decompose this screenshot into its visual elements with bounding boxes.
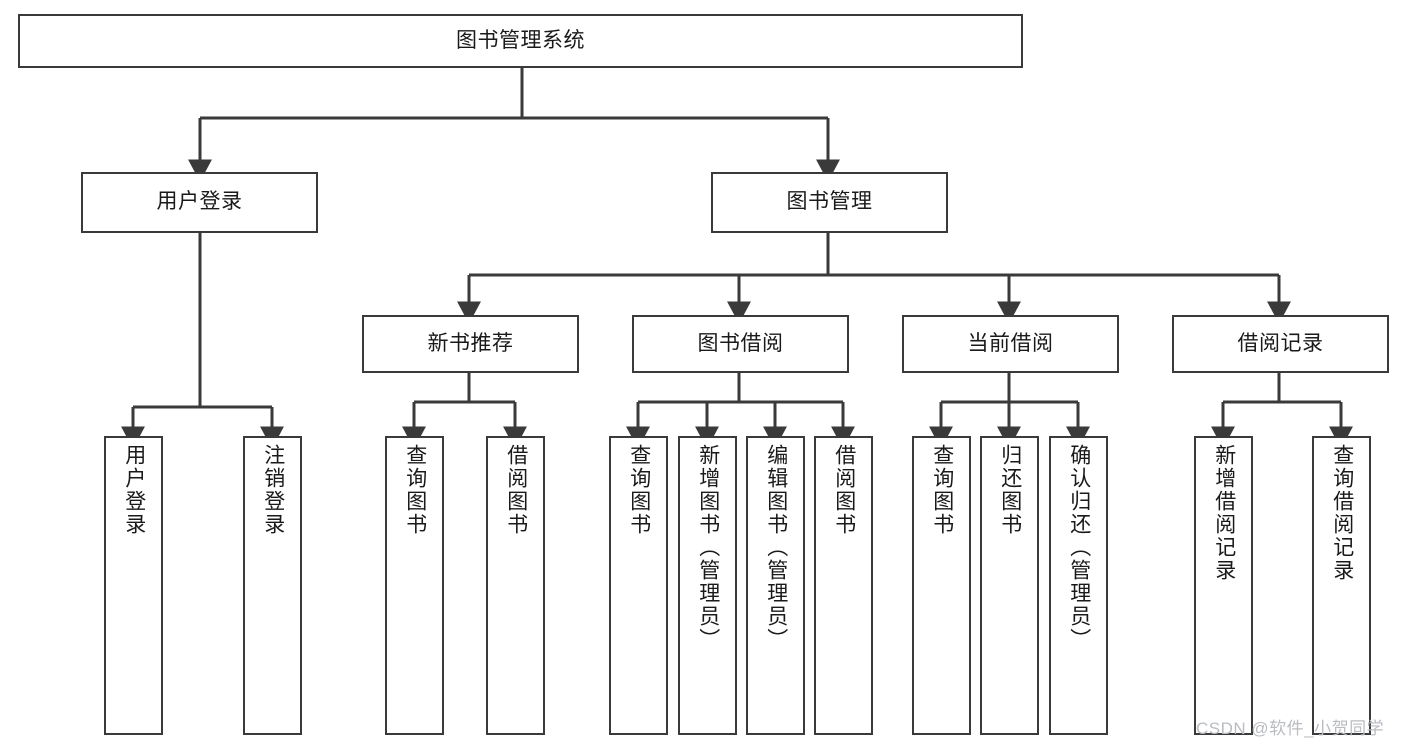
node-label: 借阅图书 xyxy=(504,444,528,536)
node-label: 新增图书（管理员） xyxy=(696,444,720,651)
node-new-book-recommend[interactable]: 新书推荐 xyxy=(362,315,579,373)
node-label: 用户登录 xyxy=(122,444,146,536)
node-label: 查询借阅记录 xyxy=(1330,444,1354,582)
node-book-management[interactable]: 图书管理 xyxy=(711,172,948,233)
leaf-new-book-borrow-book[interactable]: 借阅图书 xyxy=(486,436,545,735)
node-label: 借阅图书 xyxy=(832,444,856,536)
leaf-user-login-signin[interactable]: 用户登录 xyxy=(104,436,163,735)
leaf-book-borrow-borrow-book[interactable]: 借阅图书 xyxy=(814,436,873,735)
leaf-borrow-record-add-record[interactable]: 新增借阅记录 xyxy=(1194,436,1253,735)
node-label: 图书管理系统 xyxy=(456,28,585,52)
node-label: 确认归还（管理员） xyxy=(1067,444,1091,651)
node-label: 查询图书 xyxy=(930,444,954,536)
node-label: 借阅记录 xyxy=(1237,331,1324,355)
node-label: 查询图书 xyxy=(403,444,427,536)
leaf-user-login-signout[interactable]: 注销登录 xyxy=(243,436,302,735)
csdn-watermark: CSDN @软件_小贺同学 xyxy=(1196,719,1385,738)
leaf-book-borrow-query-book[interactable]: 查询图书 xyxy=(609,436,668,735)
node-label: 新书推荐 xyxy=(427,331,514,355)
node-label: 当前借阅 xyxy=(967,331,1054,355)
node-label: 图书借阅 xyxy=(697,331,784,355)
node-label: 归还图书 xyxy=(998,444,1022,536)
node-borrow-record[interactable]: 借阅记录 xyxy=(1172,315,1389,373)
node-label: 注销登录 xyxy=(261,444,285,536)
node-label: 编辑图书（管理员） xyxy=(764,444,788,651)
leaf-current-borrow-query-book[interactable]: 查询图书 xyxy=(912,436,971,735)
node-root-book-management-system[interactable]: 图书管理系统 xyxy=(18,14,1023,68)
leaf-current-borrow-confirm-return-admin[interactable]: 确认归还（管理员） xyxy=(1049,436,1108,735)
node-current-borrow[interactable]: 当前借阅 xyxy=(902,315,1119,373)
leaf-current-borrow-return-book[interactable]: 归还图书 xyxy=(980,436,1039,735)
node-label: 图书管理 xyxy=(786,190,873,214)
node-label: 新增借阅记录 xyxy=(1212,444,1236,582)
node-label: 用户登录 xyxy=(156,190,243,214)
leaf-book-borrow-add-book-admin[interactable]: 新增图书（管理员） xyxy=(678,436,737,735)
node-user-login[interactable]: 用户登录 xyxy=(81,172,318,233)
leaf-book-borrow-edit-book-admin[interactable]: 编辑图书（管理员） xyxy=(746,436,805,735)
node-book-borrow[interactable]: 图书借阅 xyxy=(632,315,849,373)
leaf-borrow-record-query-record[interactable]: 查询借阅记录 xyxy=(1312,436,1371,735)
leaf-new-book-query-book[interactable]: 查询图书 xyxy=(385,436,444,735)
node-label: 查询图书 xyxy=(627,444,651,536)
